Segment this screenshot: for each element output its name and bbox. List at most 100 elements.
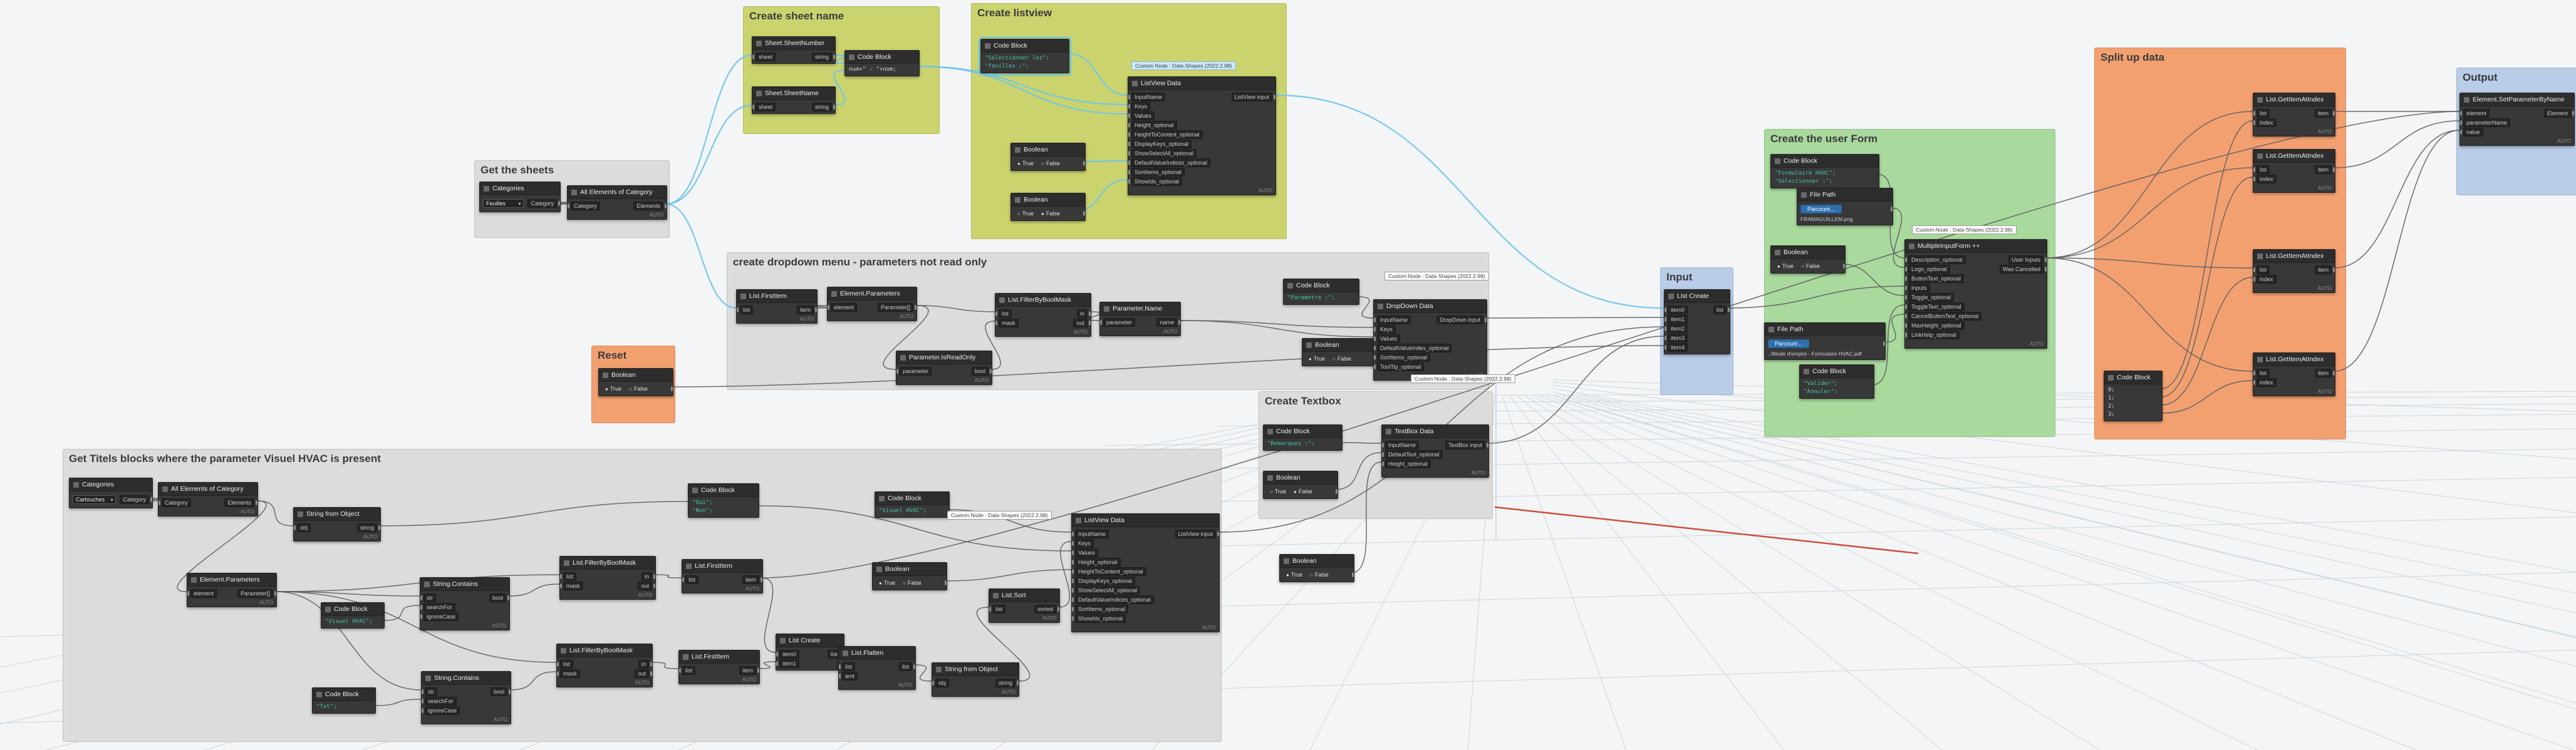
node-header[interactable]: Code Block — [845, 51, 919, 64]
output-port[interactable]: item — [796, 305, 814, 314]
input-port[interactable]: index — [2257, 378, 2277, 387]
output-port[interactable]: Element — [2543, 108, 2571, 118]
code-line[interactable]: "Valider"; — [1804, 381, 1838, 387]
code-line[interactable]: "Sélectionner :"; — [1775, 178, 1833, 185]
node-header[interactable]: Categories — [480, 182, 560, 195]
input-port[interactable]: ShowSelectAll_optional — [1131, 148, 1197, 158]
node-header[interactable]: Code Block — [688, 484, 759, 497]
node-header[interactable]: List.GetItemAtIndex — [2253, 353, 2335, 366]
input-port[interactable]: Category — [571, 201, 600, 210]
input-port[interactable]: HeightToContent_optional — [1131, 130, 1203, 139]
output-port[interactable]: TextBox input — [1445, 440, 1485, 449]
node-boolean-sort[interactable]: Boolean●True○False — [1279, 554, 1354, 582]
node-header[interactable]: List.Sort — [989, 589, 1059, 602]
node-cb-dropdown-title[interactable]: Code Block "Paramètre :"; — [1283, 279, 1359, 305]
node-header[interactable]: Boolean — [599, 369, 673, 382]
node-header[interactable]: List.FirstItem — [679, 650, 759, 664]
output-port[interactable]: item — [2314, 265, 2332, 274]
output-port[interactable]: item — [742, 575, 759, 584]
input-port[interactable]: DefaultValueIndices_optional — [1075, 595, 1154, 604]
node-boolean-listview-2[interactable]: Boolean○True●False — [1010, 193, 1086, 221]
radio-false[interactable]: ○False — [903, 580, 922, 586]
code-block-area[interactable]: "Formulaire HVAC";"Sélectionner :"; — [1771, 170, 1879, 186]
input-port[interactable]: element — [190, 588, 217, 598]
input-port[interactable]: mask — [563, 581, 583, 590]
node-cb-oui-non[interactable]: Code Block "Oui";"Non"; — [688, 483, 759, 518]
node-boolean-form[interactable]: Boolean●True○False — [1770, 245, 1846, 274]
output-port[interactable]: User Inputs — [2008, 255, 2044, 264]
input-port[interactable]: list — [563, 572, 576, 581]
output-port[interactable]: name — [1156, 317, 1177, 327]
node-header[interactable]: Code Block — [313, 688, 375, 701]
input-port[interactable]: Toggle_optional — [1908, 292, 1955, 302]
input-port[interactable]: list — [999, 309, 1012, 318]
code-line[interactable]: "Visuel HVAC"; — [325, 619, 373, 625]
radio-false[interactable]: ●False — [1041, 210, 1060, 217]
code-line[interactable]: "Sélectionner les"; — [985, 55, 1049, 61]
radio-true[interactable]: ●True — [605, 386, 621, 392]
input-port[interactable]: item0 — [1668, 305, 1688, 314]
node-header[interactable]: Code Block — [1771, 155, 1879, 168]
input-port[interactable]: SortItems_optional — [1131, 167, 1185, 177]
output-port[interactable]: in — [1076, 309, 1088, 318]
node-header[interactable]: DropDown Data — [1374, 300, 1487, 313]
output-port[interactable]: Category — [527, 199, 557, 208]
input-port[interactable]: list — [2257, 108, 2270, 118]
node-header[interactable]: Element.Parameters — [828, 287, 917, 301]
node-multipleinputform[interactable]: MultipleInputForm ++Description_optional… — [1904, 239, 2047, 349]
code-line[interactable]: 1; — [2108, 395, 2115, 401]
code-block-area[interactable]: "Valider";"Annuler"; — [1800, 380, 1874, 396]
node-header[interactable]: TextBox Data — [1382, 425, 1488, 438]
code-block-area[interactable]: "Paramètre :"; — [1284, 294, 1359, 302]
output-port[interactable]: bool — [971, 366, 989, 376]
input-port[interactable]: ignoreCase — [425, 706, 460, 715]
input-port[interactable]: Height_optional — [1131, 120, 1177, 130]
node-cb-search-txt[interactable]: Code Block"Txt"; — [312, 687, 376, 714]
radio-true[interactable]: ●True — [1286, 572, 1302, 578]
node-header[interactable]: String.Contains — [422, 672, 511, 685]
output-port[interactable]: Category — [120, 495, 149, 504]
input-port[interactable]: HeightToContent_optional — [1075, 567, 1146, 576]
input-port[interactable]: ToggleText_optional — [1908, 302, 1965, 311]
node-header[interactable]: List.FilterByBoolMask — [557, 644, 652, 657]
code-line[interactable]: 3; — [2108, 411, 2115, 418]
category-dropdown[interactable]: Cartouches▾ — [73, 495, 117, 504]
node-header[interactable]: String.Contains — [420, 578, 509, 591]
input-port[interactable]: searchFor — [425, 696, 457, 706]
input-port[interactable]: InputName — [1075, 529, 1109, 538]
code-block-area[interactable]: "Oui";"Non"; — [688, 499, 759, 515]
input-port[interactable]: Height_optional — [1075, 557, 1121, 567]
node-cb-buttons[interactable]: Code Block"Valider";"Annuler"; — [1799, 364, 1874, 399]
input-port[interactable]: element — [2463, 108, 2490, 118]
browse-button[interactable]: Parcourir... — [1768, 339, 1809, 348]
node-header[interactable]: Code Block — [1284, 279, 1359, 292]
input-port[interactable]: index — [2257, 118, 2277, 127]
node-header[interactable]: ListView Data — [1128, 77, 1275, 90]
code-line[interactable]: "Remarques :"; — [1267, 441, 1315, 447]
node-header[interactable]: Boolean — [873, 563, 947, 576]
output-port[interactable]: Elements — [633, 201, 663, 210]
radio-true[interactable]: ●True — [879, 580, 895, 586]
node-header[interactable]: List.GetItemAtIndex — [2253, 93, 2335, 106]
node-boolean-titleblocks[interactable]: Boolean ●True ○False — [872, 562, 947, 590]
node-header[interactable]: Boolean — [1011, 143, 1085, 157]
output-port[interactable]: string — [811, 102, 832, 111]
input-port[interactable]: mask — [560, 669, 580, 678]
input-port[interactable]: obj — [935, 678, 950, 687]
input-port[interactable]: InputName — [1131, 92, 1166, 101]
radio-false[interactable]: ○False — [629, 386, 648, 392]
node-header[interactable]: Parameter.Name — [1100, 302, 1180, 316]
